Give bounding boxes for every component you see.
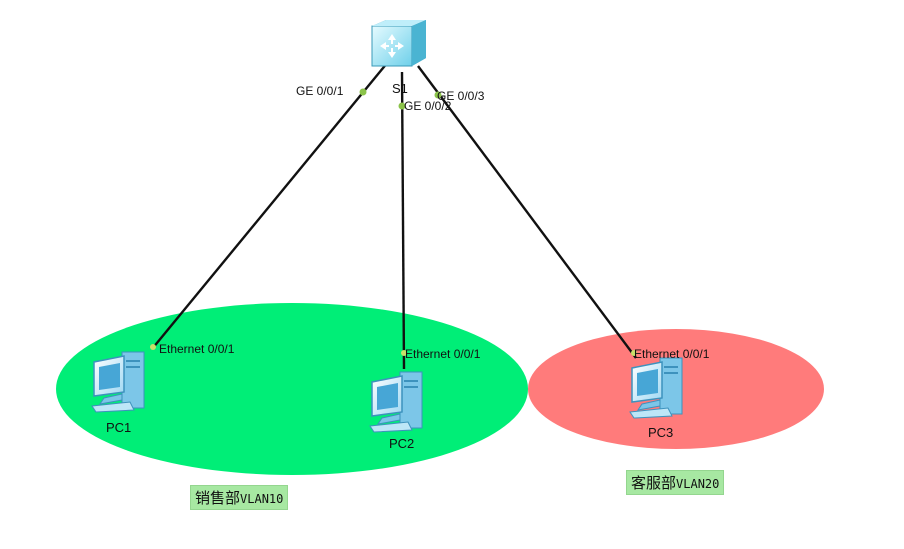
zone-label-service: 客服部VLAN20: [626, 470, 725, 495]
switch-label: S1: [392, 81, 408, 96]
port-dot-pc1: [150, 344, 156, 350]
port-label-ge2: GE 0/0/2: [404, 99, 452, 113]
port-dot-pc3: [631, 350, 637, 356]
pc3-icon[interactable]: [629, 357, 683, 419]
pc1-label: PC1: [106, 420, 131, 435]
port-label-ge3: GE 0/0/3: [437, 89, 485, 103]
pc1-icon[interactable]: [91, 351, 145, 413]
pc3-port-label: Ethernet 0/0/1: [634, 347, 710, 361]
pc1-port-label: Ethernet 0/0/1: [159, 342, 235, 356]
pc3-label: PC3: [648, 425, 673, 440]
link-s1-pc3: [417, 65, 637, 359]
pc2-icon[interactable]: [369, 371, 423, 433]
pc2-label: PC2: [389, 436, 414, 451]
pc2-port-label: Ethernet 0/0/1: [405, 347, 481, 361]
port-dot-ge2: [398, 102, 406, 110]
link-s1-pc2: [400, 71, 406, 370]
sales-zone: [56, 303, 528, 475]
port-dot-ge3: [434, 91, 442, 99]
zone-vlan-service: VLAN20: [676, 477, 720, 491]
zone-name-service: 客服部: [631, 474, 677, 492]
port-label-ge1: GE 0/0/1: [296, 84, 344, 98]
port-dot-ge1: [359, 88, 367, 96]
zone-label-sales: 销售部VLAN10: [190, 485, 289, 510]
link-s1-pc1: [151, 61, 389, 350]
switch-icon[interactable]: [371, 20, 426, 67]
zone-vlan-sales: VLAN10: [240, 492, 284, 506]
port-dot-pc2: [401, 350, 407, 356]
zone-name-sales: 销售部: [195, 489, 241, 507]
